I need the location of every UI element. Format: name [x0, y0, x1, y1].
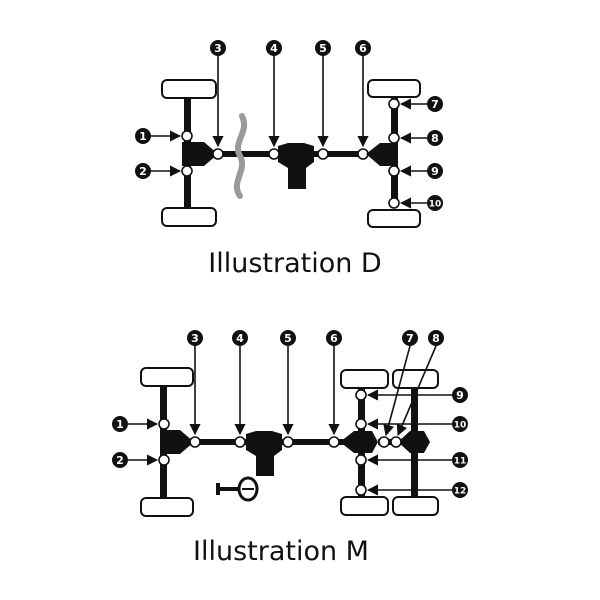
callout-d-6-label: 6 [359, 42, 367, 55]
callout-m-8-label: 8 [432, 332, 440, 345]
callout-d-4: 4 [266, 40, 282, 56]
callout-m-9: 9 [452, 387, 468, 403]
rear-left-wheel [367, 79, 421, 98]
transmission-case [278, 143, 314, 189]
illustration-d-caption: Illustration D [208, 248, 381, 279]
callout-m-12-label: 12 [454, 487, 467, 497]
front-axle [161, 79, 218, 227]
callout-m-3: 3 [187, 330, 203, 346]
rear-differential-m [398, 431, 430, 453]
callout-d-7-label: 7 [431, 98, 439, 111]
front-left-wheel-m [140, 367, 194, 387]
driveline-joint-4 [268, 148, 280, 160]
callout-m-6: 6 [326, 330, 342, 346]
callout-m-7-label: 7 [406, 332, 414, 345]
front-right-wheel [161, 207, 217, 227]
callout-m-11: 11 [452, 452, 468, 468]
callout-m-12: 12 [452, 482, 468, 498]
rear-axle-grease-point-8 [388, 132, 400, 144]
front-left-wheel [161, 79, 217, 99]
front-grease-point-1-m [158, 418, 170, 430]
callout-d-3-label: 3 [214, 42, 222, 55]
driveline-joint-5-m [282, 436, 294, 448]
driveline [212, 113, 369, 199]
illustration-m-caption: Illustration M [193, 536, 369, 567]
rear-axle-grease-point-10 [388, 197, 400, 209]
callout-d-2: 2 [135, 163, 151, 179]
callout-d-6: 6 [355, 40, 371, 56]
callout-d-5: 5 [315, 40, 331, 56]
callout-m-1-label: 1 [116, 418, 124, 431]
callout-d-9: 9 [427, 163, 443, 179]
rear-axle-grease-point-7 [388, 98, 400, 110]
callout-arrows [151, 56, 427, 209]
callout-m-10: 10 [452, 416, 468, 432]
driveline-joint-3 [212, 148, 224, 160]
callout-d-8-label: 8 [431, 132, 439, 145]
illustration-d: 1 2 3 4 5 6 7 8 9 10 Illustration D [135, 40, 443, 279]
callout-d-8: 8 [427, 130, 443, 146]
callout-m-5-label: 5 [284, 332, 292, 345]
middle-right-wheel-m [340, 496, 389, 516]
rear-axle [366, 79, 421, 228]
driveline-joint-4-m [234, 436, 246, 448]
callout-m-2-label: 2 [116, 454, 124, 467]
callout-m-4: 4 [232, 330, 248, 346]
rear-axle-grease-point-9 [388, 165, 400, 177]
rear-right-wheel-m [392, 496, 439, 516]
rear-right-wheel [367, 209, 421, 228]
front-differential-m [160, 430, 194, 454]
callout-d-1-label: 1 [139, 130, 147, 143]
callout-d-9-label: 9 [431, 165, 439, 178]
middle-left-wheel-m [340, 369, 389, 389]
callout-m-1: 1 [112, 416, 128, 432]
front-differential [182, 142, 218, 166]
middle-grease-point-11-m [355, 454, 367, 466]
illustration-m: 1 2 3 4 5 6 7 8 9 10 11 12 Illustration … [112, 330, 468, 567]
rear-differential [366, 143, 398, 166]
callout-d-4-label: 4 [270, 42, 278, 55]
rear-left-wheel-m [392, 369, 439, 389]
callout-m-2: 2 [112, 452, 128, 468]
callout-d-3: 3 [210, 40, 226, 56]
middle-differential-m [340, 431, 378, 453]
callout-m-4-label: 4 [236, 332, 244, 345]
driveline-joint-3-m [189, 436, 201, 448]
callout-d-10: 10 [427, 195, 443, 211]
front-axle-m [140, 367, 194, 517]
callout-m-8: 8 [428, 330, 444, 346]
middle-axle-m [340, 369, 389, 516]
callout-m-3-label: 3 [191, 332, 199, 345]
middle-grease-point-12-m [355, 484, 367, 496]
driveline-joint-5 [317, 148, 329, 160]
inter-axle-joint-7-m [378, 436, 390, 448]
front-grease-point-2-m [158, 454, 170, 466]
callout-d-10-label: 10 [429, 200, 442, 210]
front-axle-grease-point-bottom [181, 165, 193, 177]
inter-axle-joint-8-m [390, 436, 402, 448]
middle-grease-point-9-m [355, 389, 367, 401]
callout-m-6-label: 6 [330, 332, 338, 345]
middle-grease-point-10-m [355, 418, 367, 430]
callout-m-5: 5 [280, 330, 296, 346]
callout-m-10-label: 10 [454, 421, 467, 431]
transmission-case-m [246, 431, 282, 476]
callout-m-7: 7 [402, 330, 418, 346]
callout-arrows-m [128, 345, 452, 496]
callout-m-11-label: 11 [454, 457, 467, 467]
front-right-wheel-m [140, 497, 194, 517]
driveline-m [189, 431, 344, 476]
steering-wheel [216, 476, 259, 502]
callout-m-9-label: 9 [456, 389, 464, 402]
driveline-joint-6-m [328, 436, 340, 448]
callout-d-2-label: 2 [139, 165, 147, 178]
callout-d-5-label: 5 [319, 42, 327, 55]
callout-d-1: 1 [135, 128, 151, 144]
front-axle-grease-point-top [181, 130, 193, 142]
driveshaft-gray [233, 113, 247, 199]
rear-axle-m [378, 369, 439, 516]
callout-d-7: 7 [427, 96, 443, 112]
